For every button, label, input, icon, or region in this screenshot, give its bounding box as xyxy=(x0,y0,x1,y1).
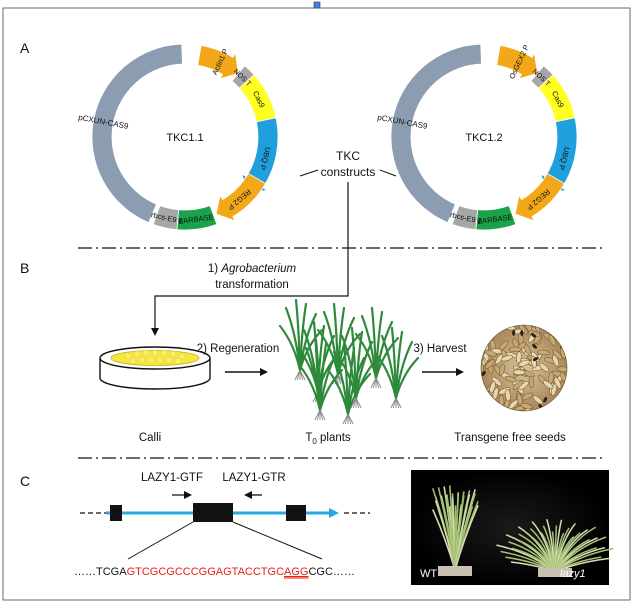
transformation-arrow xyxy=(151,182,349,336)
constructs-label-line1: TKC xyxy=(336,149,360,163)
plasmid-name: TKC1.1 xyxy=(166,132,203,144)
segment-rbcs xyxy=(152,205,180,231)
target-sequence: ……TCGAGTCGCGCCCGGAGTACCTGCAGGCGC…… xyxy=(74,566,355,578)
connector-tkc1-2 xyxy=(379,169,397,177)
segment-cas9 xyxy=(537,74,576,123)
step2-label: 2) Regeneration xyxy=(197,343,279,355)
zoom-line-right xyxy=(232,521,323,560)
segment-cas9 xyxy=(238,74,277,123)
segment-nos xyxy=(231,65,255,89)
resize-handle[interactable] xyxy=(313,1,321,9)
seeds-image xyxy=(480,324,568,412)
petri-dish-icon xyxy=(99,346,211,390)
plants-label: T0 plants xyxy=(305,432,351,446)
segment-reg2 xyxy=(514,172,566,222)
segment-backbone xyxy=(91,43,183,224)
segment-nos xyxy=(530,65,554,89)
zoom-line-left xyxy=(127,521,194,560)
segment-backbone xyxy=(390,43,482,224)
segment-promoter1 xyxy=(197,44,239,80)
exon-3 xyxy=(286,505,306,521)
step1-label: 1) Agrobacterium xyxy=(208,263,297,275)
primer-forward-label: LAZY1-GTF xyxy=(141,472,203,484)
step3-label: 3) Harvest xyxy=(413,343,467,355)
panel-label-b: B xyxy=(20,260,29,276)
seeds-label: Transgene free seeds xyxy=(454,432,566,444)
segment-rbcs xyxy=(451,205,479,231)
constructs-label-line2: constructs xyxy=(321,165,376,179)
connector-tkc1-1 xyxy=(299,169,319,177)
rice-plants-icon xyxy=(278,298,420,425)
segment-promoter1 xyxy=(496,44,538,80)
plasmid-name: TKC1.2 xyxy=(465,132,502,144)
exon-2 xyxy=(193,503,233,522)
photo-label-wt: WT xyxy=(420,568,437,580)
panel-label-c: C xyxy=(20,473,30,489)
exon-1 xyxy=(110,505,122,521)
primer-reverse-label: LAZY1-GTR xyxy=(222,472,285,484)
segment-reg2 xyxy=(215,172,267,222)
panel-label-a: A xyxy=(20,40,30,56)
step1-label-line2: transformation xyxy=(215,279,289,291)
plant-photo: WT lazy1 xyxy=(411,470,614,585)
photo-label-lazy1: lazy1 xyxy=(560,568,586,580)
calli-label: Calli xyxy=(139,432,161,444)
